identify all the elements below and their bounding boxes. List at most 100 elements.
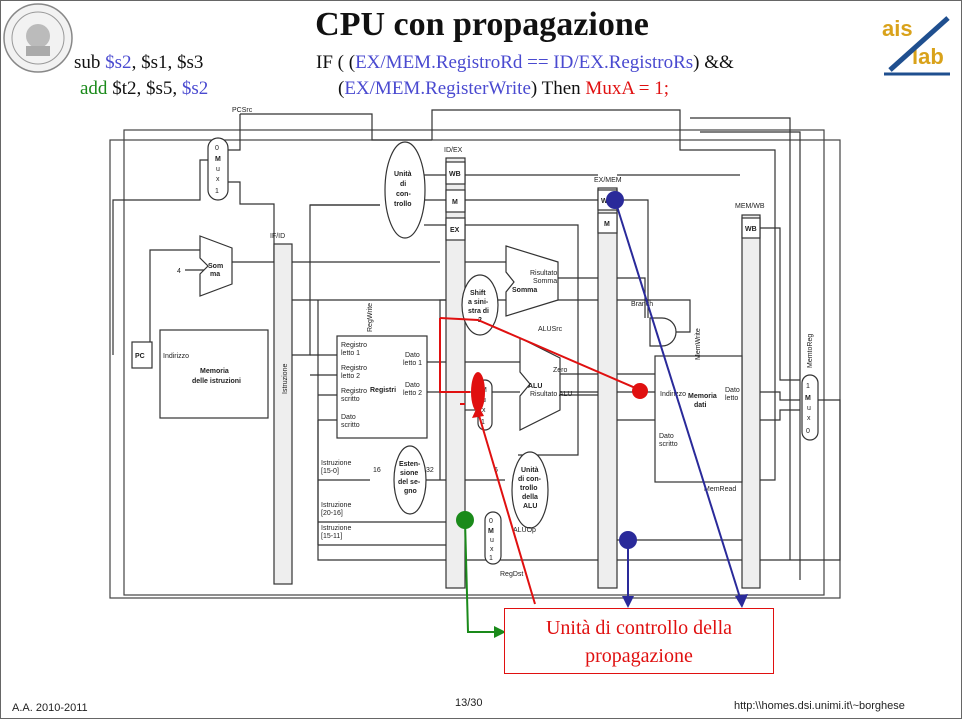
label-adder-1: Som [208, 263, 223, 270]
label-rd-x: x [490, 546, 494, 553]
label-rd-u: u [490, 537, 494, 544]
label-risultato-alu: Risultato ALU [530, 391, 572, 398]
label-mtr-0: 0 [806, 428, 810, 435]
label-ext-3: del se- [398, 479, 421, 486]
label-zero: Zero [553, 367, 568, 374]
label-mtr-u: u [807, 405, 811, 412]
memtoreg-mux [801, 374, 819, 441]
callout-line-1: Unità di controllo della [545, 617, 733, 639]
label-aluc-2: di con- [518, 476, 542, 483]
label-exmem: EX/MEM [594, 177, 622, 184]
label-i150-2: [15-0] [321, 468, 339, 475]
red-control-arrow [477, 411, 536, 605]
label-four: 4 [177, 268, 181, 275]
label-pcsrc: PCSrc [232, 107, 253, 114]
label-shift-3: stra di [468, 308, 489, 315]
exmem-rd-dot [619, 531, 637, 549]
label-aluop: ALUOp [513, 527, 536, 534]
instruction-memory [159, 329, 269, 419]
cond1-prefix: IF ( ( [316, 52, 356, 73]
label-dato-scritto-1: Dato [659, 433, 674, 440]
blue-regwrite-line [614, 199, 743, 605]
condition-line-2: (EX/MEM.RegisterWrite) Then MuxA = 1; [338, 78, 669, 100]
label-reg-in-1: Registro [341, 342, 367, 349]
label-alusrc: ALUSrc [538, 326, 563, 333]
label-memwrite: MemWrite [695, 328, 702, 360]
code-line-add: add $t2, $s5, $s2 [80, 78, 208, 100]
op-add: add [80, 78, 108, 99]
label-aluc-4: della [522, 494, 538, 501]
register-file [336, 335, 428, 439]
label-reg-in-3: Registro [341, 365, 367, 372]
footer-url: http:\\homes.dsi.unimi.it\~borghese [734, 700, 905, 712]
add-args: $t2, $s5, [112, 78, 182, 99]
callout-line-2: propagazione [585, 645, 693, 667]
label-reg-out-3: Dato [405, 382, 420, 389]
label-reg-out-1: Dato [405, 352, 420, 359]
label-branch: Branch [631, 301, 653, 308]
label-mtr-1: 1 [806, 383, 810, 390]
exmem-register [597, 187, 618, 589]
label-reg-in-7: Dato [341, 414, 356, 421]
label-mux-u: u [216, 166, 220, 173]
cond2-expr: EX/MEM.RegisterWrite [344, 78, 531, 99]
label-istruzione: Istruzione [282, 364, 289, 394]
label-regwrite: RegWrite [367, 303, 374, 332]
label-memread: MemRead [704, 486, 736, 493]
label-memwb: MEM/WB [735, 203, 765, 210]
label-rd-0: 0 [489, 518, 493, 525]
label-mtr-M: M [805, 395, 811, 402]
label-memtoreg: MemtoReg [807, 334, 814, 368]
label-indirizzo: Indirizzo [163, 353, 189, 360]
label-memwb-wb: WB [745, 226, 757, 233]
label-dmem-indirizzo: Indirizzo [660, 391, 686, 398]
label-thirtytwo: 32 [426, 467, 434, 474]
op-sub: sub [74, 52, 101, 73]
label-imem-1: Memoria [200, 368, 229, 375]
label-control-4: trollo [394, 201, 412, 208]
label-i150-1: Istruzione [321, 460, 351, 467]
idex-rs-dot [456, 511, 474, 529]
label-shift-2: a sini- [468, 299, 489, 306]
label-imem-2: delle istruzioni [192, 378, 241, 385]
forwarding-unit-callout: Unità di controllo della propagazione [504, 608, 774, 674]
label-mux-M: M [215, 156, 221, 163]
branch-adder [505, 245, 559, 317]
diagram-labels: PCSrc 0 M u x 1 Som ma 4 IF/ID ID/EX EX/… [135, 107, 814, 578]
label-as-x: x [482, 407, 486, 414]
label-reg-in-2: letto 1 [341, 350, 360, 357]
slide-title: CPU con propagazione [315, 6, 649, 43]
label-ext-1: Esten- [399, 461, 421, 468]
university-seal-logo [3, 3, 73, 73]
label-mtr-x: x [807, 415, 811, 422]
label-pc: PC [135, 353, 145, 360]
idex-register [445, 157, 466, 589]
label-mux-0: 0 [215, 145, 219, 152]
label-i2016-1: Istruzione [321, 502, 351, 509]
alu [519, 337, 561, 431]
exmem-alu-result-dot [632, 383, 648, 399]
cond2-action: MuxA = 1; [585, 78, 669, 99]
footer-page: 13/30 [455, 697, 483, 709]
datapath-components [131, 137, 819, 589]
label-sixteen: 16 [373, 467, 381, 474]
regdst-mux [484, 511, 502, 565]
label-aluc-5: ALU [523, 503, 537, 510]
reg-s2-dest: $s2 [105, 52, 132, 73]
label-idex-wb: WB [449, 171, 461, 178]
label-dmem-2: dati [694, 402, 707, 409]
label-dato-letto-2: letto [725, 395, 738, 402]
label-reg-in-8: scritto [341, 422, 360, 429]
control-unit [384, 141, 426, 239]
label-reg-out-2: letto 1 [403, 360, 422, 367]
sub-args: , $s1, $s3 [131, 52, 204, 73]
label-dato-scritto-2: scritto [659, 441, 678, 448]
label-rd-M: M [488, 528, 494, 535]
label-ext-4: gno [404, 488, 417, 495]
label-regdst: RegDst [500, 571, 523, 578]
footer-year: A.A. 2010-2011 [12, 702, 88, 714]
datapath-wires [109, 109, 841, 599]
label-adder-2: ma [210, 271, 220, 278]
svg-text:ais: ais [882, 16, 913, 41]
